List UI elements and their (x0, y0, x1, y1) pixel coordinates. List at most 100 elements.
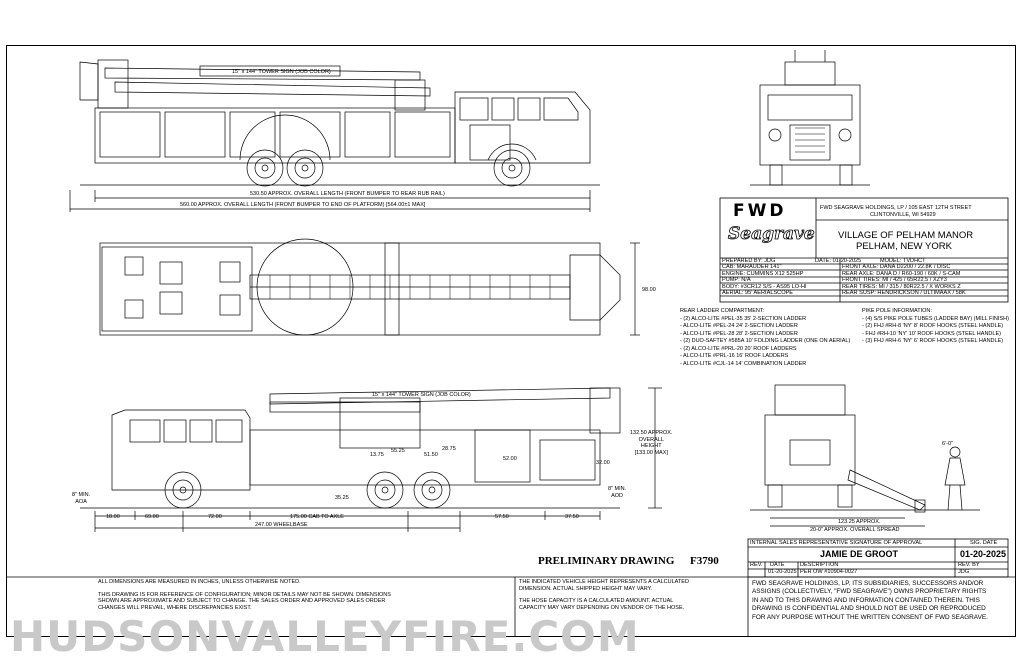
watermark: HUDSONVALLEYFIRE.COM (10, 612, 640, 661)
notice-line: FWD SEAGRAVE HOLDINGS, LP, ITS SUBSIDIAR… (752, 580, 984, 587)
cab-spec: CAB: MARAUDER 141" (722, 264, 782, 270)
rev-row-desc: PER OW #10904-0027 (800, 569, 858, 575)
rear-susp-spec: REAR SUSP: HENDRICKSON / ULTIMAAX / 58K (842, 290, 966, 296)
height-line-2: OVERALL (638, 436, 664, 443)
overall-spread: 20-0" APPROX. OVERALL SPREAD (810, 527, 900, 533)
rev-desc-label: DESCRIPTION (800, 562, 839, 568)
aoa-label: 8" MIN. AOA (72, 492, 90, 505)
dim-cab-to-axle: 175.00 CAB TO AXLE (290, 514, 344, 520)
approval-date: 01-20-2025 (960, 549, 1007, 559)
pump-spec: PUMP: N/A (722, 277, 751, 283)
dim-wheelbase: 247.00 WHEELBASE (255, 522, 308, 528)
notes-left: ALL DIMENSIONS ARE MEASURED IN INCHES, U… (98, 579, 391, 611)
title-block-grid (6, 197, 1016, 637)
company-address-1: FWD SEAGRAVE HOLDINGS, LP / 105 EAST 12T… (820, 205, 972, 211)
list-item: - (3) FHJ #RH-6 'NY' 6' ROOF HOOKS (STEE… (862, 338, 1004, 344)
model: MODEL: TVDHCT (880, 258, 926, 264)
tower-sign-label-top: 15" x 144" TOWER SIGN (JOB COLOR) (232, 69, 331, 75)
aod-label: 8" MIN. AOD (608, 486, 626, 499)
note-line: THIS DRAWING IS FOR REFERENCE OF CONFIGU… (98, 591, 391, 598)
note-line: THE INDICATED VEHICLE HEIGHT REPRESENTS … (519, 579, 689, 585)
pike-pole-list: PIKE POLE INFORMATION: - (4) S/S PIKE PO… (862, 308, 1009, 345)
preliminary-label: PRELIMINARY DRAWING (538, 555, 675, 567)
note-line: SHOWN ARE APPROXIMATE AND SUBJECT TO CHA… (98, 598, 386, 604)
dim-52-00: 52.00 (503, 456, 517, 462)
dim-57-50: 57.50 (495, 514, 509, 520)
notes-middle: THE INDICATED VEHICLE HEIGHT REPRESENTS … (519, 579, 689, 611)
height-line-1: 132.50 APPROX. (630, 430, 673, 436)
drawing-border (6, 45, 1016, 637)
dim-13-75: 13.75 (370, 452, 384, 458)
sig-date-header: SIG. DATE (970, 540, 998, 546)
notice-line: ASSIGNS (COLLECTIVELY, "FWD SEAGRAVE") O… (752, 588, 987, 596)
note-line: CHANGES WILL PREVAIL, WHERE DISCREPANCIE… (98, 604, 252, 611)
list-item: - ALCO-LITE #PEL-24 24' 2-SECTION LADDER (680, 323, 798, 329)
pike-title: PIKE POLE INFORMATION: (862, 308, 932, 314)
note-line: DIMENSION. ACTUAL SHIPPED HEIGHT MAY VAR… (519, 585, 653, 592)
fwd-logo: FWD (733, 201, 787, 221)
proprietary-notice: FWD SEAGRAVE HOLDINGS, LP, ITS SUBSIDIAR… (752, 580, 988, 622)
side-view-bottom (80, 387, 662, 532)
dim-35-25: 35.25 (335, 495, 349, 501)
list-item: - FHJ #RH-10 'NY' 10' ROOF HOOKS (STEEL … (862, 330, 1001, 337)
ladder-title: REAR LADDER COMPARTMENT: (680, 308, 765, 314)
dim-69-00: 69.00 (145, 514, 159, 520)
height-line-3: HEIGHT (640, 443, 662, 449)
notice-line: FOR ANY PURPOSE WITHOUT THE WRITTEN CONS… (752, 613, 988, 621)
note-line: THE HOSE CAPACITY IS A CALCULATED AMOUNT… (519, 598, 674, 604)
list-item: - ALCO-LITE #PEL-28 28' 2-SECTION LADDER (680, 330, 798, 337)
list-item: - (4) S/S PIKE POLE TUBES (LADDER BAY) (… (862, 315, 1009, 322)
engine-spec: ENGINE: CUMMINS X12 525HP (722, 271, 804, 277)
dim-18-00: 18.00 (106, 514, 120, 520)
aoa-line-1: 8" MIN. (72, 492, 91, 498)
front-tires-spec: FRONT TIRES: MI / 425 / 65R22.5 / XZY3 (842, 277, 947, 283)
rear-tires-spec: REAR TIRES: MI / 315 / 80R22.5 / X WORKS… (842, 284, 961, 290)
dim-28-75: 28.75 (442, 446, 456, 452)
front-view (750, 50, 870, 186)
plan-width-dim: 98.00 (642, 287, 656, 293)
rev-label: REV. (750, 562, 763, 568)
plan-view (99, 238, 640, 336)
aoa-line-2: AOA (75, 498, 87, 505)
overall-length-rub-rail: 530.50 APPROX. OVERALL LENGTH (FRONT BUM… (250, 191, 445, 197)
notice-line: DRAWING IS CONFIDENTIAL AND SHOULD NOT B… (752, 605, 986, 613)
note-line: CAPACITY MAY VARY DEPENDING ON VENDOR OF… (519, 604, 685, 611)
approval-header: INTERNAL SALES REPRESENTATIVE SIGNATURE … (750, 540, 923, 546)
aerial-spec: AERIAL: 95' AERIALSCOPE (722, 290, 794, 296)
rev-row-date: 01-20-2025 (768, 569, 797, 575)
company-address-2: CLINTONVILLE, WI 54929 (870, 212, 936, 218)
dim-123-25: 123.25 APPROX. (838, 519, 881, 525)
dim-37-50: 37.50 (565, 514, 579, 520)
note-line: ALL DIMENSIONS ARE MEASURED IN INCHES, U… (98, 579, 301, 585)
drawing-date: DATE: 01-20-2025 (815, 258, 862, 264)
list-item: - (2) ALCO-LITE #PEL-35 35' 2-SECTION LA… (680, 315, 807, 322)
dim-32-00: 32.00 (596, 460, 610, 466)
overall-length-platform: 560.00 APPROX. OVERALL LENGTH (FRONT BUM… (180, 202, 426, 208)
aod-line-1: 8" MIN. (608, 486, 627, 492)
list-item: - (2) FHJ #RH-8 'NY' 8' ROOF HOOKS (STEE… (862, 323, 1004, 329)
rev-date-label: DATE (770, 562, 785, 568)
dim-72-00: 72.00 (208, 514, 222, 520)
seagrave-logo: Seagrave (728, 224, 815, 245)
ladder-compartment-list: REAR LADDER COMPARTMENT: - (2) ALCO-LITE… (680, 308, 850, 367)
tower-sign-label-bottom: 15" x 144" TOWER SIGN (JOB COLOR) (372, 392, 471, 398)
customer-location: PELHAM, NEW YORK (856, 241, 952, 252)
list-item: - ALCO-LITE #PRL-16 16' ROOF LADDERS (680, 353, 789, 359)
body-spec: BODY: #3CR12 S/S - AS95 LO-HI (722, 284, 807, 290)
person-height-note: 6'-0" (942, 441, 953, 447)
list-item: - ALCO-LITE #CJL-14 14' COMBINATION LADD… (680, 360, 807, 367)
list-item: - (2) ALCO-LITE #PRL-20 20' ROOF LADDERS (680, 345, 797, 352)
drawing-number: F3790 (690, 555, 719, 567)
approver-name: JAMIE DE GROOT (820, 549, 899, 559)
rev-row-by: JDG (958, 569, 970, 575)
rear-axle-spec: REAR AXLE: DANA D / R60-190 / 60K / S-CA… (842, 271, 961, 277)
list-item: - (2) DUO-SAFTEY #585A 10' FOLDING LADDE… (680, 338, 851, 344)
customer-name: VILLAGE OF PELHAM MANOR (838, 230, 974, 241)
dim-55-25: 55.25 (391, 448, 405, 454)
side-view-top (69, 59, 600, 212)
height-line-4: [133.00 MAX] (634, 449, 668, 456)
aod-line-2: AOD (611, 492, 624, 499)
front-axle-spec: FRONT AXLE: DANA D2200 / 22.8K / DISC (842, 264, 951, 270)
notice-line: IN AND TO THIS DRAWING AND INFORMATION C… (752, 596, 980, 604)
